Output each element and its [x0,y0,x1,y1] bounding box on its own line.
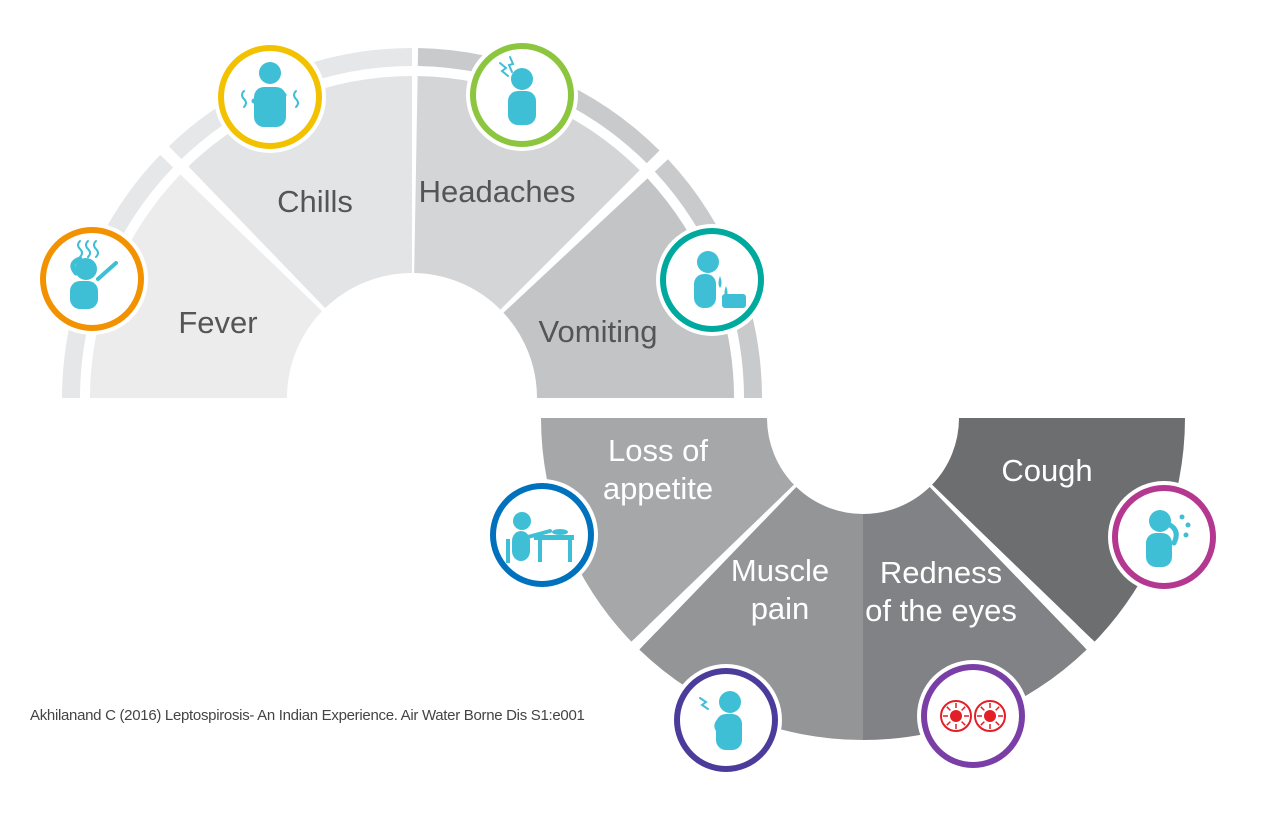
segments-layer [62,48,1185,740]
badge-1 [36,223,148,335]
badge-8 [1108,481,1220,593]
symptom-segment-5 [541,418,794,642]
badge-5 [486,479,598,591]
muscle-pain-icon [699,691,742,750]
badge-4 [656,224,768,336]
symptom-label-1: Fever [178,305,257,340]
headache-icon [499,56,536,125]
symptom-segment-4 [503,178,734,398]
symptom-segment-3 [414,76,640,310]
citation-text: Akhilanand C (2016) Leptospirosis- An In… [30,707,585,724]
chills-shivering-icon [241,62,299,127]
symptom-label-8: Cough [1001,453,1092,488]
badges-layer [36,39,1220,776]
symptom-label-2: Chills [277,184,353,219]
symptom-label-3: Headaches [419,174,576,209]
badge-7 [917,660,1029,772]
symptom-segment-8 [932,418,1185,642]
dining-table-icon [506,512,574,563]
symptom-segment-7 [863,487,1087,740]
vomiting-icon [694,251,746,308]
cough-icon [1146,510,1191,567]
badge-2 [214,41,326,153]
symptom-segment-1 [90,174,323,398]
segment-track-3 [417,48,660,164]
badge-3 [466,39,578,151]
red-eyes-icon [940,700,1006,732]
symptom-label-4: Vomiting [539,314,658,349]
badge-6 [670,664,782,776]
fever-thermometer-icon [70,240,118,309]
